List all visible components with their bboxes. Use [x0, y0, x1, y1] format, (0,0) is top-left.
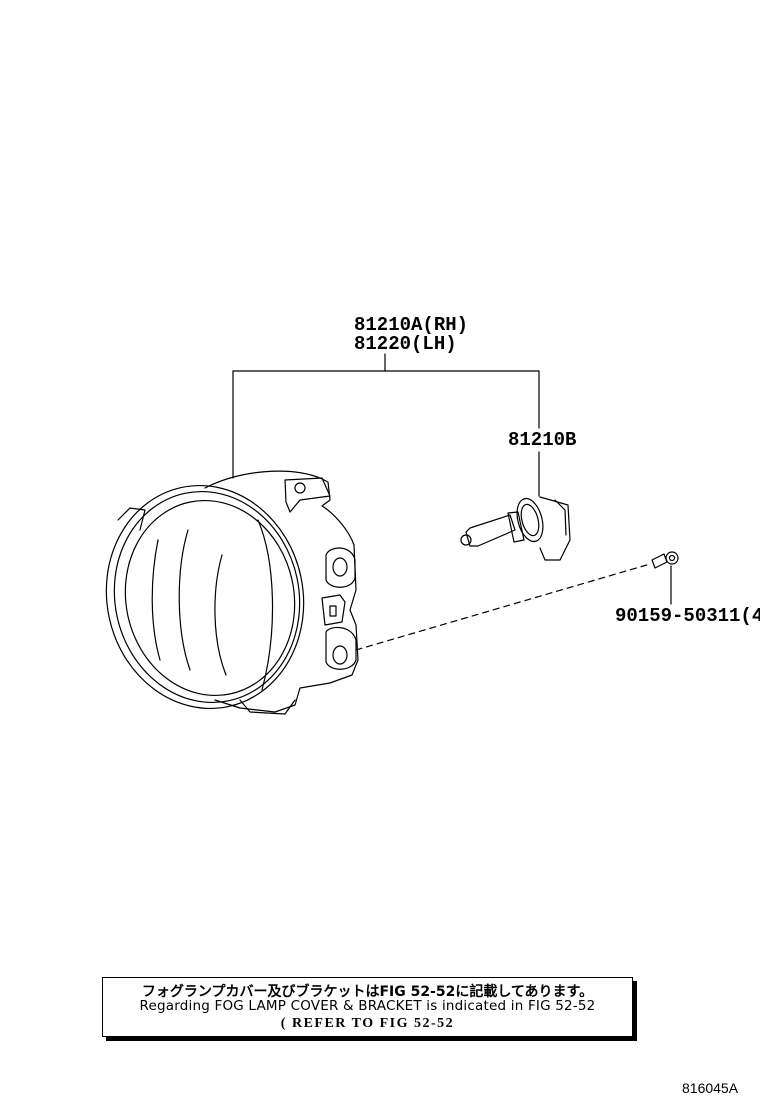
part-label-bulb[interactable]: 81210B: [508, 429, 577, 451]
screw-icon: [651, 551, 679, 569]
note-reference-link[interactable]: ( REFER TO FIG 52-52: [280, 1016, 455, 1031]
figure-id: 816045A: [682, 1080, 739, 1096]
part-label-screw[interactable]: 90159-50311(4): [615, 605, 760, 627]
leader-lines: [232, 353, 672, 651]
note-english: Regarding FOG LAMP COVER & BRACKET is in…: [139, 998, 596, 1014]
fog-lamp-icon: [105, 470, 359, 715]
bulb-icon: [460, 496, 571, 561]
note-japanese: フォグランプカバー及びブラケットはFIG 52-52に記載してあります。: [141, 984, 594, 1000]
part-label-lamp-rh[interactable]: 81210A(RH): [354, 314, 469, 336]
part-label-lamp-lh[interactable]: 81220(LH): [354, 333, 457, 355]
note-box: フォグランプカバー及びブラケットはFIG 52-52に記載してあります。 Reg…: [102, 977, 633, 1037]
